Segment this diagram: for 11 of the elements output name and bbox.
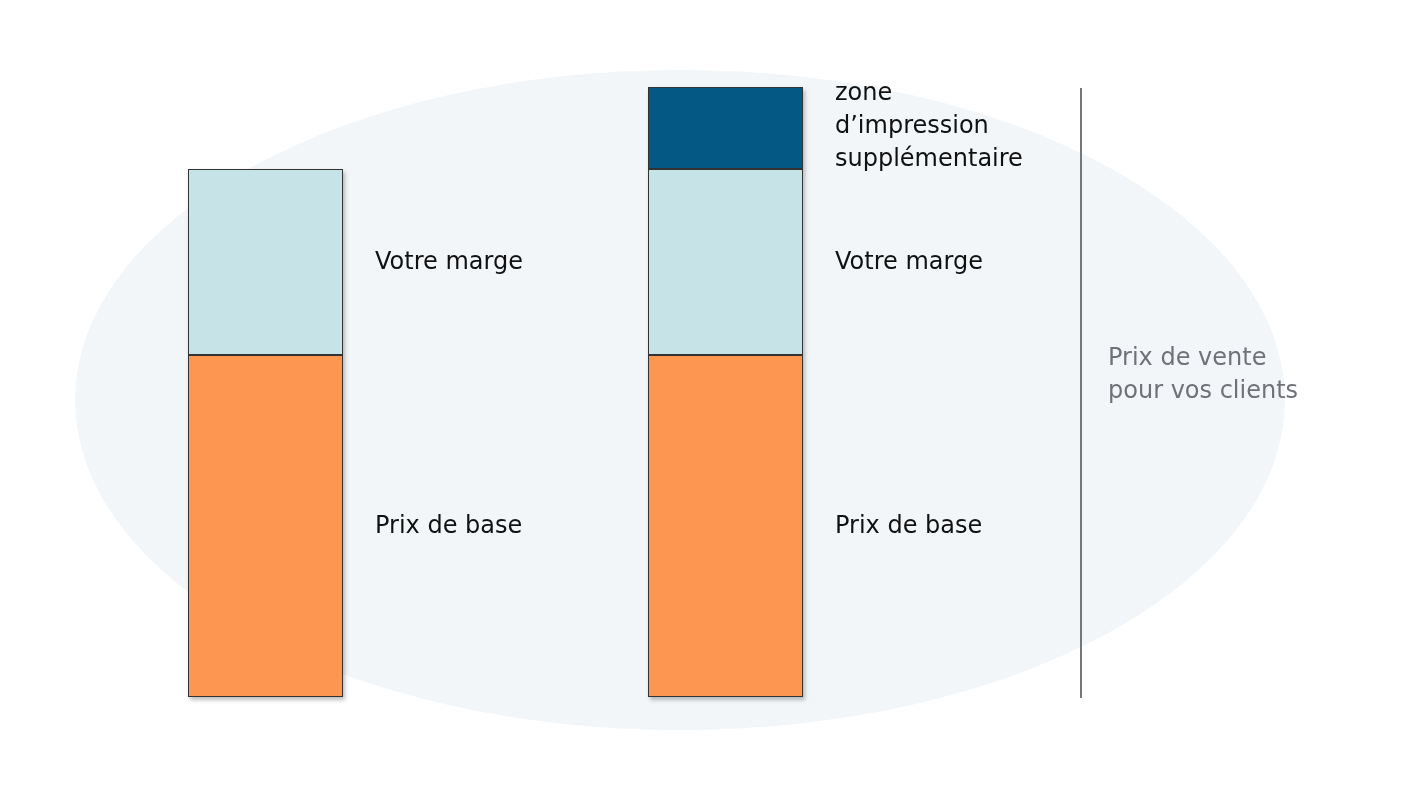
bar-segment (648, 355, 803, 697)
segment-caption: Votre marge (375, 246, 523, 277)
segment-caption: Votre marge (835, 246, 983, 277)
bar-segment (648, 169, 803, 355)
segment-caption: Prix de base (835, 510, 983, 541)
bar-segment (188, 355, 343, 697)
total-price-label: Prix de vente pour vos clients (1108, 342, 1300, 406)
bar-segment (648, 87, 803, 169)
segment-caption: zone d’impression supplémentaire (835, 77, 1024, 174)
segment-caption: Prix de base (375, 510, 523, 541)
bar-segment (188, 169, 343, 355)
